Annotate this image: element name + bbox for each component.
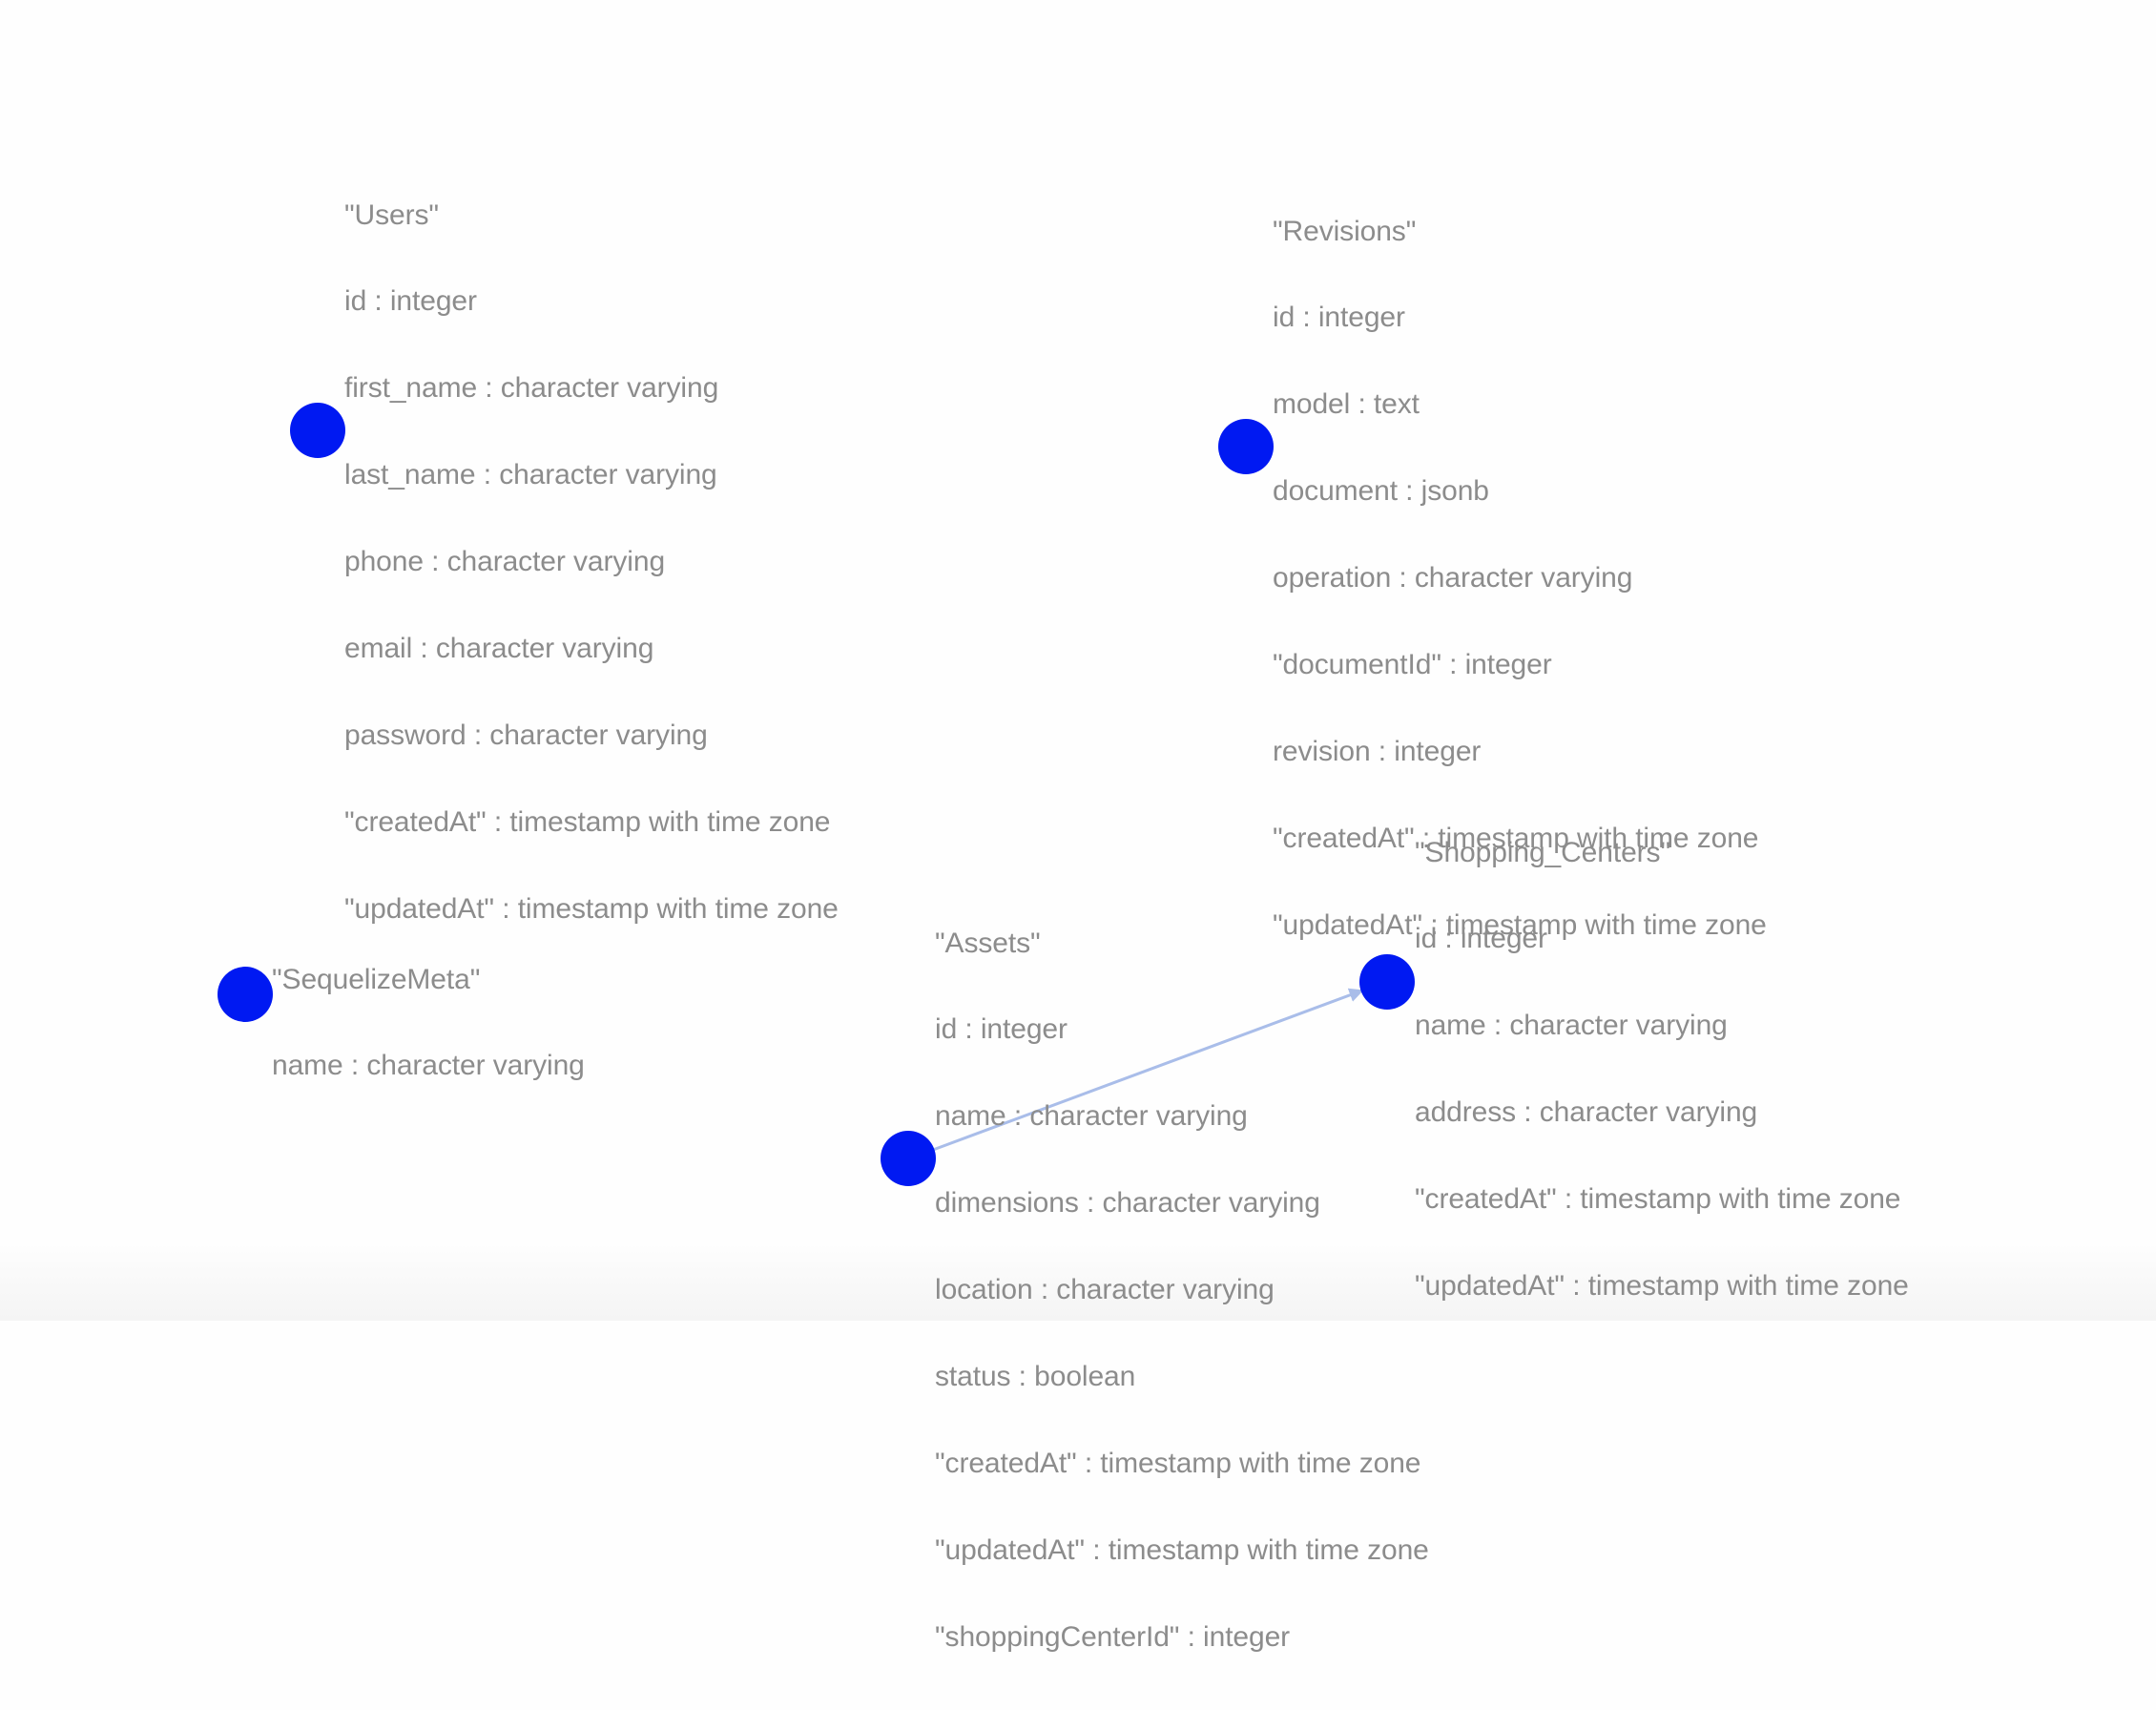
table-field: "shoppingCenterId" : integer <box>935 1620 1291 1653</box>
table-field: location : character varying <box>935 1274 1275 1306</box>
node-shopping-centers-dot[interactable] <box>1359 954 1415 1010</box>
table-field: id : integer <box>1273 302 1405 334</box>
table-name: "Users" <box>344 198 439 231</box>
table-field: first_name : character varying <box>344 372 719 405</box>
schema-graph-canvas[interactable]: "Users" id : integer first_name : charac… <box>0 0 2156 1652</box>
table-field: password : character varying <box>344 719 708 751</box>
node-assets-label: "Assets" id : integer name : character v… <box>935 871 1429 1710</box>
node-revisions-label: "Revisions" id : integer model : text do… <box>1273 159 1767 998</box>
table-name: "Revisions" <box>1273 215 1417 247</box>
table-field: name : character varying <box>935 1100 1248 1133</box>
table-field: status : boolean <box>935 1361 1136 1393</box>
table-field: document : jsonb <box>1273 475 1489 508</box>
table-field: address : character varying <box>1415 1096 1758 1129</box>
table-field: "documentId" : integer <box>1273 649 1552 681</box>
table-field: "updatedAt" : timestamp with time zone <box>1273 908 1767 941</box>
table-field: operation : character varying <box>1273 562 1633 594</box>
table-field: "createdAt" : timestamp with time zone <box>1273 822 1759 854</box>
node-revisions-dot[interactable] <box>1218 419 1274 474</box>
table-field: name : character varying <box>1415 1010 1728 1042</box>
node-shopping-centers-label: "Shopping_Centers" id : integer name : c… <box>1415 781 1909 1359</box>
table-field: email : character varying <box>344 633 654 665</box>
table-field: last_name : character varying <box>344 459 717 491</box>
table-field: name : character varying <box>272 1050 585 1082</box>
table-field: id : integer <box>1415 923 1547 955</box>
table-field: phone : character varying <box>344 546 666 578</box>
node-sequelize-meta-label: "SequelizeMeta" name : character varying <box>272 907 585 1138</box>
edge-layer <box>932 988 1364 1152</box>
table-field: id : integer <box>344 285 477 318</box>
table-field: dimensions : character varying <box>935 1187 1320 1220</box>
table-name: "Assets" <box>935 927 1041 959</box>
node-assets-dot[interactable] <box>881 1131 936 1186</box>
table-field: "createdAt" : timestamp with time zone <box>1415 1183 1901 1216</box>
table-field: "updatedAt" : timestamp with time zone <box>935 1533 1429 1566</box>
table-field: revision : integer <box>1273 735 1482 767</box>
table-field: "createdAt" : timestamp with time zone <box>935 1447 1421 1479</box>
edge-assets-to-shopping-centers <box>932 988 1364 1152</box>
node-users-label: "Users" id : integer first_name : charac… <box>344 143 839 982</box>
table-name: "Shopping_Centers" <box>1415 836 1671 868</box>
table-field: "updatedAt" : timestamp with time zone <box>344 892 839 925</box>
table-name: "SequelizeMeta" <box>272 963 481 995</box>
table-field: id : integer <box>935 1013 1068 1046</box>
table-field: model : text <box>1273 388 1420 421</box>
node-users-dot[interactable] <box>290 403 345 458</box>
table-field: "createdAt" : timestamp with time zone <box>344 805 831 838</box>
table-field: "updatedAt" : timestamp with time zone <box>1415 1270 1909 1303</box>
node-sequelize-meta-dot[interactable] <box>218 967 273 1022</box>
